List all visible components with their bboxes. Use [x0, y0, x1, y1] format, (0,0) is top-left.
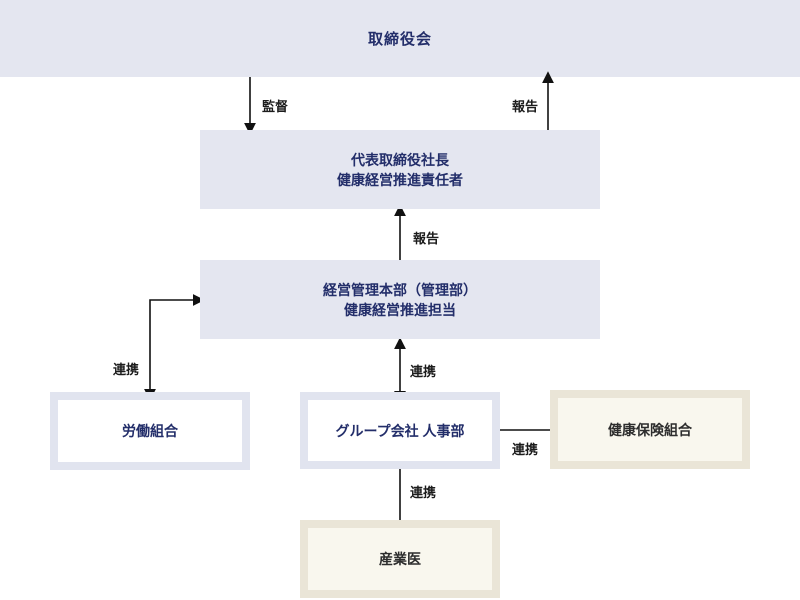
edge-label-collab-union: 連携 — [113, 362, 140, 377]
edge-label-supervision: 監督 — [262, 99, 289, 114]
node-physician-label: 産業医 — [379, 551, 421, 567]
node-president: 代表取締役社長 健康経営推進責任者 — [200, 130, 600, 209]
node-management-line2: 健康経営推進担当 — [344, 301, 456, 318]
node-union-label: 労働組合 — [122, 423, 178, 439]
node-board-label: 取締役会 — [367, 31, 432, 48]
edge-label-collab-insurance: 連携 — [512, 442, 539, 457]
node-president-line1: 代表取締役社長 — [351, 151, 449, 168]
node-group-hr: グループ会社 人事部 — [300, 392, 500, 469]
node-management: 経営管理本部（管理部） 健康経営推進担当 — [200, 260, 600, 339]
edge-label-collab-physician: 連携 — [410, 485, 437, 500]
node-board: 取締役会 — [0, 0, 800, 77]
arrow-collab-union — [144, 294, 205, 401]
node-union: 労働組合 — [50, 392, 250, 470]
edge-label-report-to-board: 報告 — [512, 99, 539, 114]
node-physician: 産業医 — [300, 520, 500, 598]
node-group-hr-label: グループ会社 人事部 — [335, 422, 465, 439]
edge-label-report-to-president: 報告 — [413, 231, 440, 246]
node-management-line1: 経営管理本部（管理部） — [323, 281, 477, 298]
edge-label-collab-group-hr: 連携 — [410, 364, 437, 379]
node-president-line2: 健康経営推進責任者 — [337, 171, 463, 188]
node-insurance-label: 健康保険組合 — [608, 421, 692, 438]
node-insurance: 健康保険組合 — [550, 390, 750, 469]
